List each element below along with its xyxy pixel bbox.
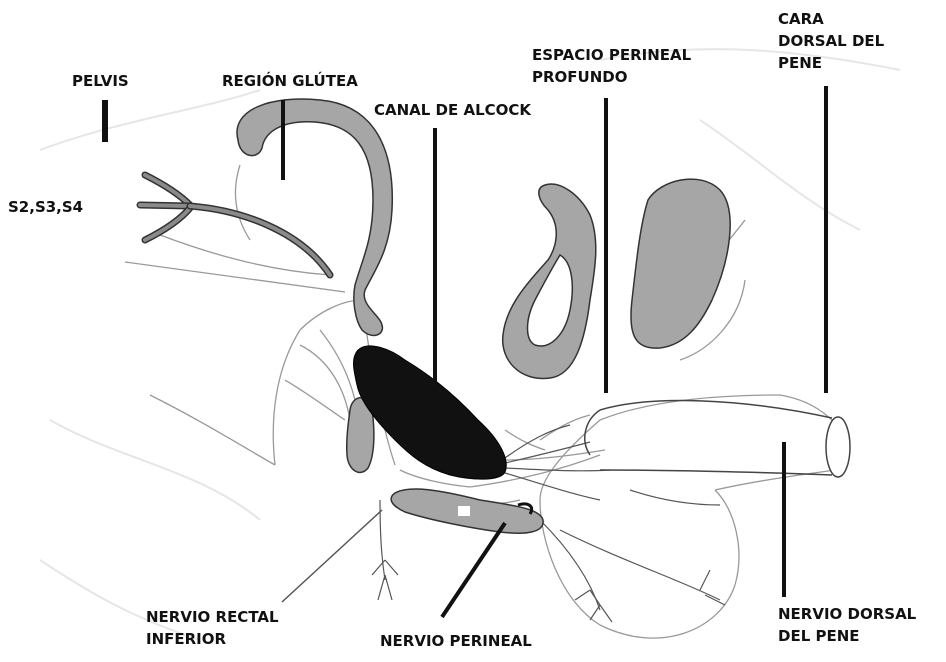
label-cara-dorsal-line1: CARA [778, 8, 884, 30]
label-nervio-dorsal-line2: DEL PENE [778, 625, 916, 647]
label-espacio-perineal-line2: PROFUNDO [532, 66, 691, 88]
label-espacio-perineal-line1: ESPACIO PERINEAL [532, 44, 691, 66]
label-nervio-rectal: NERVIO RECTAL INFERIOR [146, 606, 279, 650]
label-nervio-dorsal-line1: NERVIO DORSAL [778, 603, 916, 625]
label-cara-dorsal: CARA DORSAL DEL PENE [778, 8, 884, 74]
label-pelvis: PELVIS [72, 70, 129, 92]
anatomy-outlines [125, 165, 840, 638]
label-cara-dorsal-line2: DORSAL DEL [778, 30, 884, 52]
background-sketch [40, 49, 900, 640]
label-nervio-dorsal: NERVIO DORSAL DEL PENE [778, 603, 916, 647]
label-nervio-perineal: NERVIO PERINEAL [380, 630, 532, 652]
deep-perineal-oval [631, 179, 730, 348]
pointer-nervio-perineal [442, 523, 505, 617]
label-nervio-rectal-line2: INFERIOR [146, 628, 279, 650]
label-canal-alcock: CANAL DE ALCOCK [374, 99, 531, 121]
white-mark [458, 506, 470, 516]
label-s2s3s4: S2,S3,S4 [8, 196, 83, 218]
deep-perineal-ring [503, 184, 596, 378]
label-region-glutea: REGIÓN GLÚTEA [222, 70, 358, 92]
label-nervio-rectal-line1: NERVIO RECTAL [146, 606, 279, 628]
canal-de-alcock-shape [354, 346, 507, 479]
label-cara-dorsal-line3: PENE [778, 52, 884, 74]
pudendal-nerve-gluteal [237, 99, 392, 335]
label-espacio-perineal: ESPACIO PERINEAL PROFUNDO [532, 44, 691, 88]
pointer-lines [105, 86, 826, 617]
pointer-nervio-rectal [282, 510, 382, 602]
